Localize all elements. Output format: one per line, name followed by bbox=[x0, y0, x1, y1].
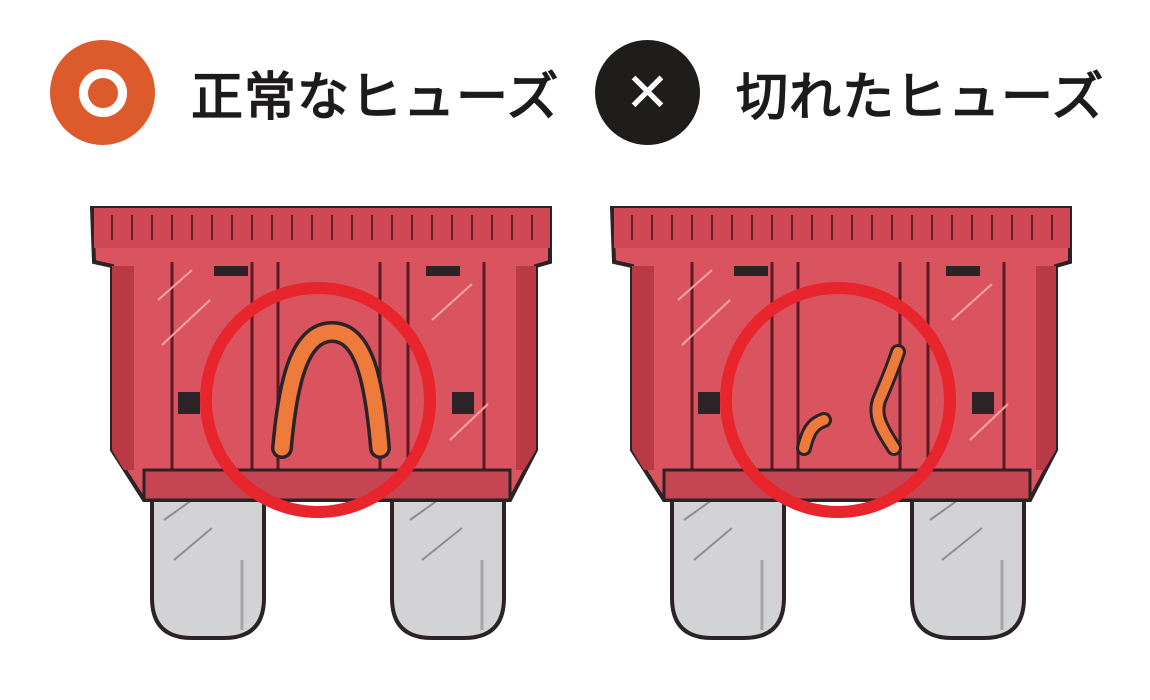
blown-fuse bbox=[610, 206, 1072, 640]
intact-element bbox=[271, 320, 391, 459]
ok-badge bbox=[50, 40, 155, 145]
normal-fuse-header: 正常なヒューズ bbox=[50, 40, 559, 145]
normal-fuse-label: 正常なヒューズ bbox=[191, 68, 560, 128]
blown-fuse-header: ✕ 切れたヒューズ bbox=[595, 40, 1104, 145]
cross-mark-icon: ✕ bbox=[624, 60, 671, 124]
circle-mark-icon bbox=[78, 68, 127, 117]
highlight-ring bbox=[720, 282, 956, 518]
broken-element bbox=[796, 344, 906, 456]
ng-badge: ✕ bbox=[595, 40, 700, 145]
blown-fuse-label: 切れたヒューズ bbox=[736, 68, 1105, 128]
highlight-ring bbox=[200, 282, 436, 518]
normal-fuse bbox=[90, 206, 552, 640]
